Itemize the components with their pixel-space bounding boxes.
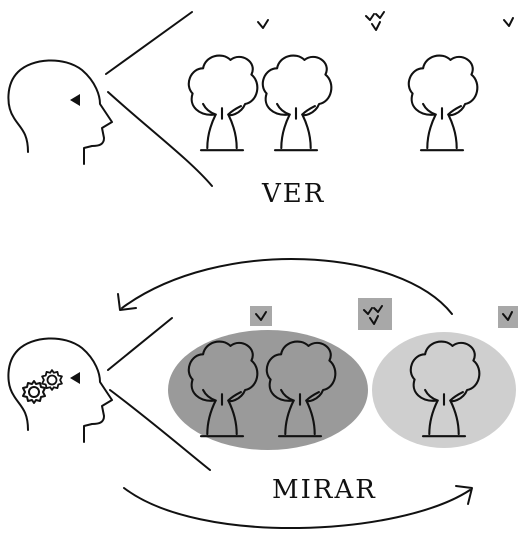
gear-icon [41,369,63,391]
head-icon [7,59,113,165]
birds-icon [365,11,385,31]
bird-tag-box [498,306,518,328]
birds-icon [363,305,383,325]
curved-arrow-back [121,258,453,315]
bird-icon [503,17,514,27]
sight-line-lower [109,389,211,471]
arrowhead-icon [117,293,137,311]
tree-icon [407,54,479,152]
curved-arrow-forward [123,487,471,529]
bird-tag-box [250,306,272,326]
right-group-highlight [372,332,516,448]
sight-line-upper [107,317,173,371]
sight-line-lower [107,91,213,187]
left-group-highlight [168,330,368,450]
eye-icon [70,372,80,384]
mirar-label: MIRAR [272,475,377,505]
bird-icon [255,311,267,321]
thinking-head-icon [7,337,113,443]
sight-line-upper [105,11,193,75]
bird-tag-box [358,298,392,330]
tree-icon [187,54,259,152]
tree-icon [261,54,333,152]
bottom-panel: MIRAR [7,258,518,529]
bird-icon [257,19,269,29]
top-panel: VER [7,11,514,209]
bird-icon [502,311,513,321]
arrowhead-icon [455,485,473,505]
eye-icon [70,94,80,106]
ver-label: VER [261,179,325,209]
